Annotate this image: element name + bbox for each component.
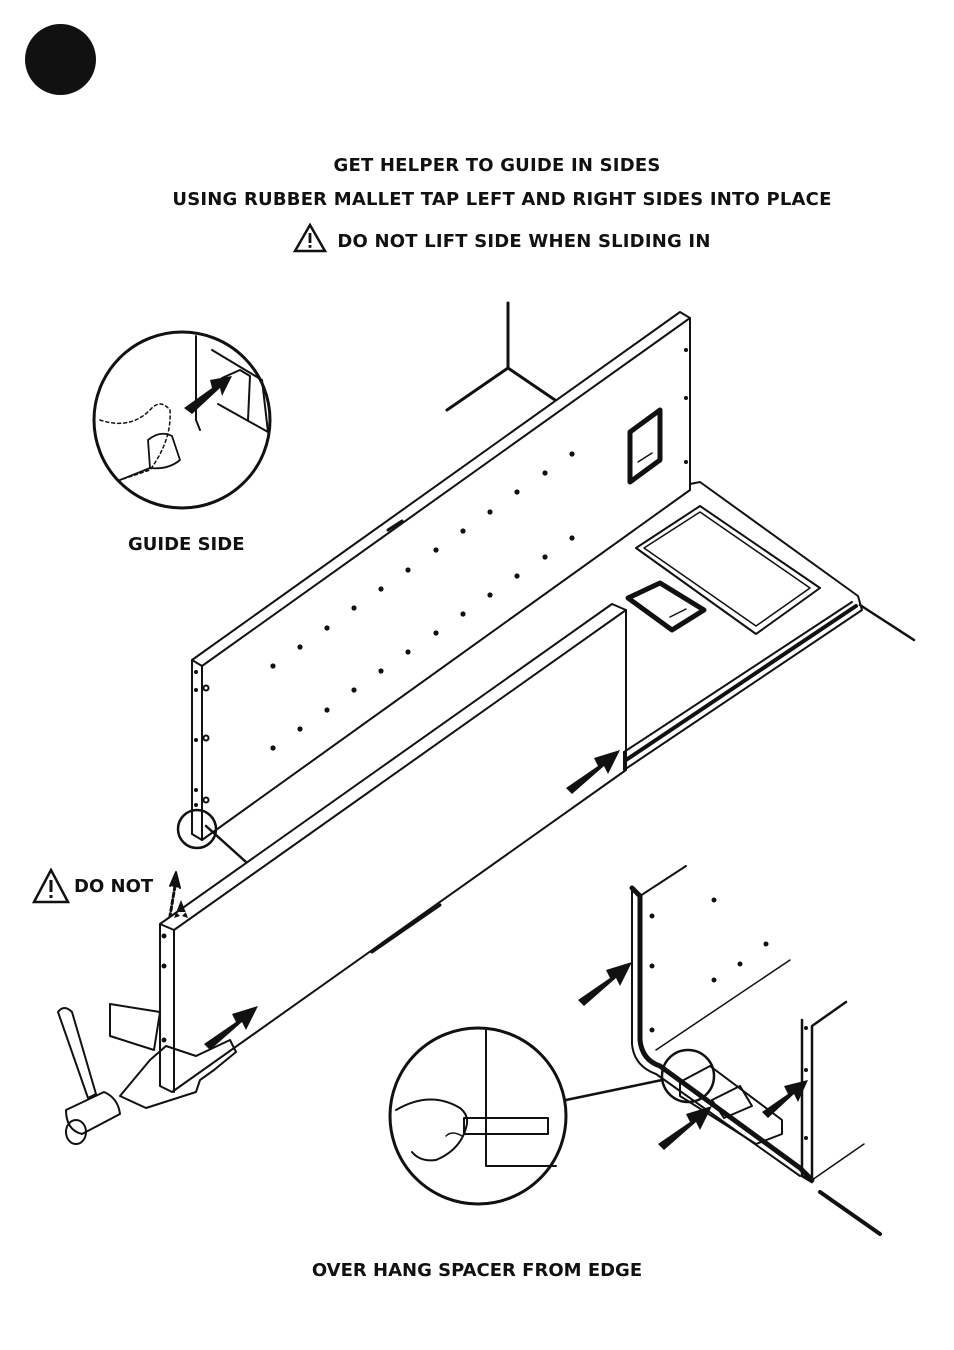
guide-side-detail-circle [94,332,270,508]
over-hang-label: OVER HANG SPACER FROM EDGE [0,1260,954,1281]
guide-side-label: GUIDE SIDE [128,534,245,555]
cabinet-corner-view [632,888,812,1180]
floor-right-line [860,605,914,640]
spacer-block [680,1066,782,1144]
spacer-detail-circle [390,1028,566,1204]
back-panel-holes [194,348,688,807]
do-not-label: DO NOT [74,876,153,897]
panel-label-window [630,410,660,482]
hand-outline [120,1040,236,1108]
base-label-window [628,583,704,630]
base-tray [636,506,820,634]
warning-icon [32,868,70,904]
direction-arrow-icon [174,750,808,1150]
room-corner-lines [447,303,555,410]
